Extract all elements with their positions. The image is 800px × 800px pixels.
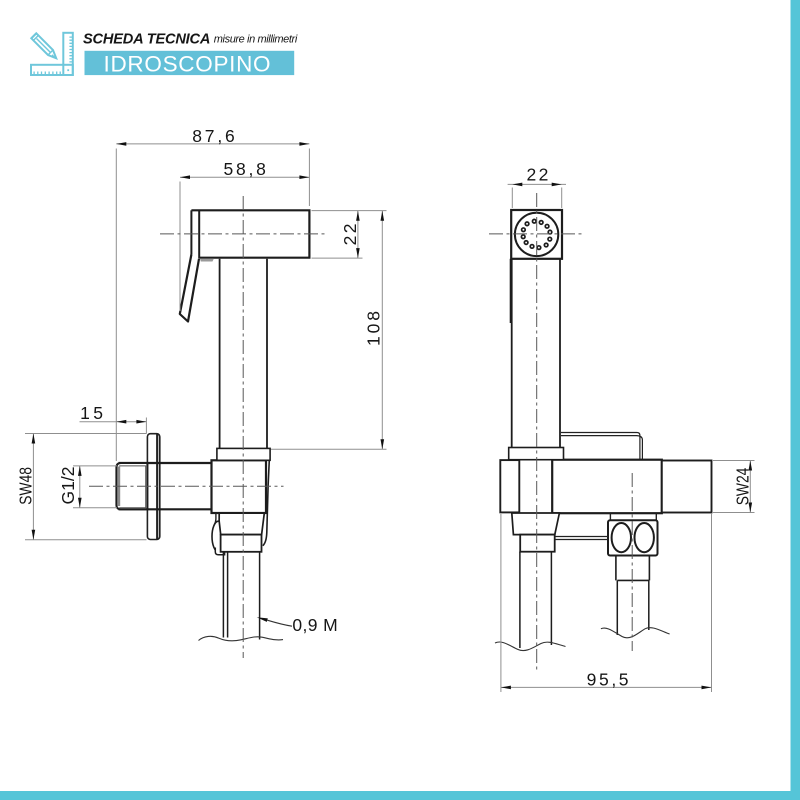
svg-text:SCHEDA TECNICA: SCHEDA TECNICA xyxy=(83,31,210,47)
svg-text:0,9 M: 0,9 M xyxy=(292,615,338,635)
svg-text:108: 108 xyxy=(363,308,383,346)
svg-text:58,8: 58,8 xyxy=(223,159,268,179)
svg-text:SW24: SW24 xyxy=(734,467,753,505)
svg-text:G1/2: G1/2 xyxy=(58,467,78,505)
svg-text:22: 22 xyxy=(526,165,550,185)
svg-text:SW48: SW48 xyxy=(17,467,36,505)
svg-text:IDROSCOPINO: IDROSCOPINO xyxy=(104,51,272,76)
svg-text:87,6: 87,6 xyxy=(192,126,237,146)
svg-text:15: 15 xyxy=(80,403,106,423)
svg-text:95,5: 95,5 xyxy=(587,670,631,690)
svg-text:misure in millimetri: misure in millimetri xyxy=(214,34,298,46)
svg-text:22: 22 xyxy=(340,221,360,245)
